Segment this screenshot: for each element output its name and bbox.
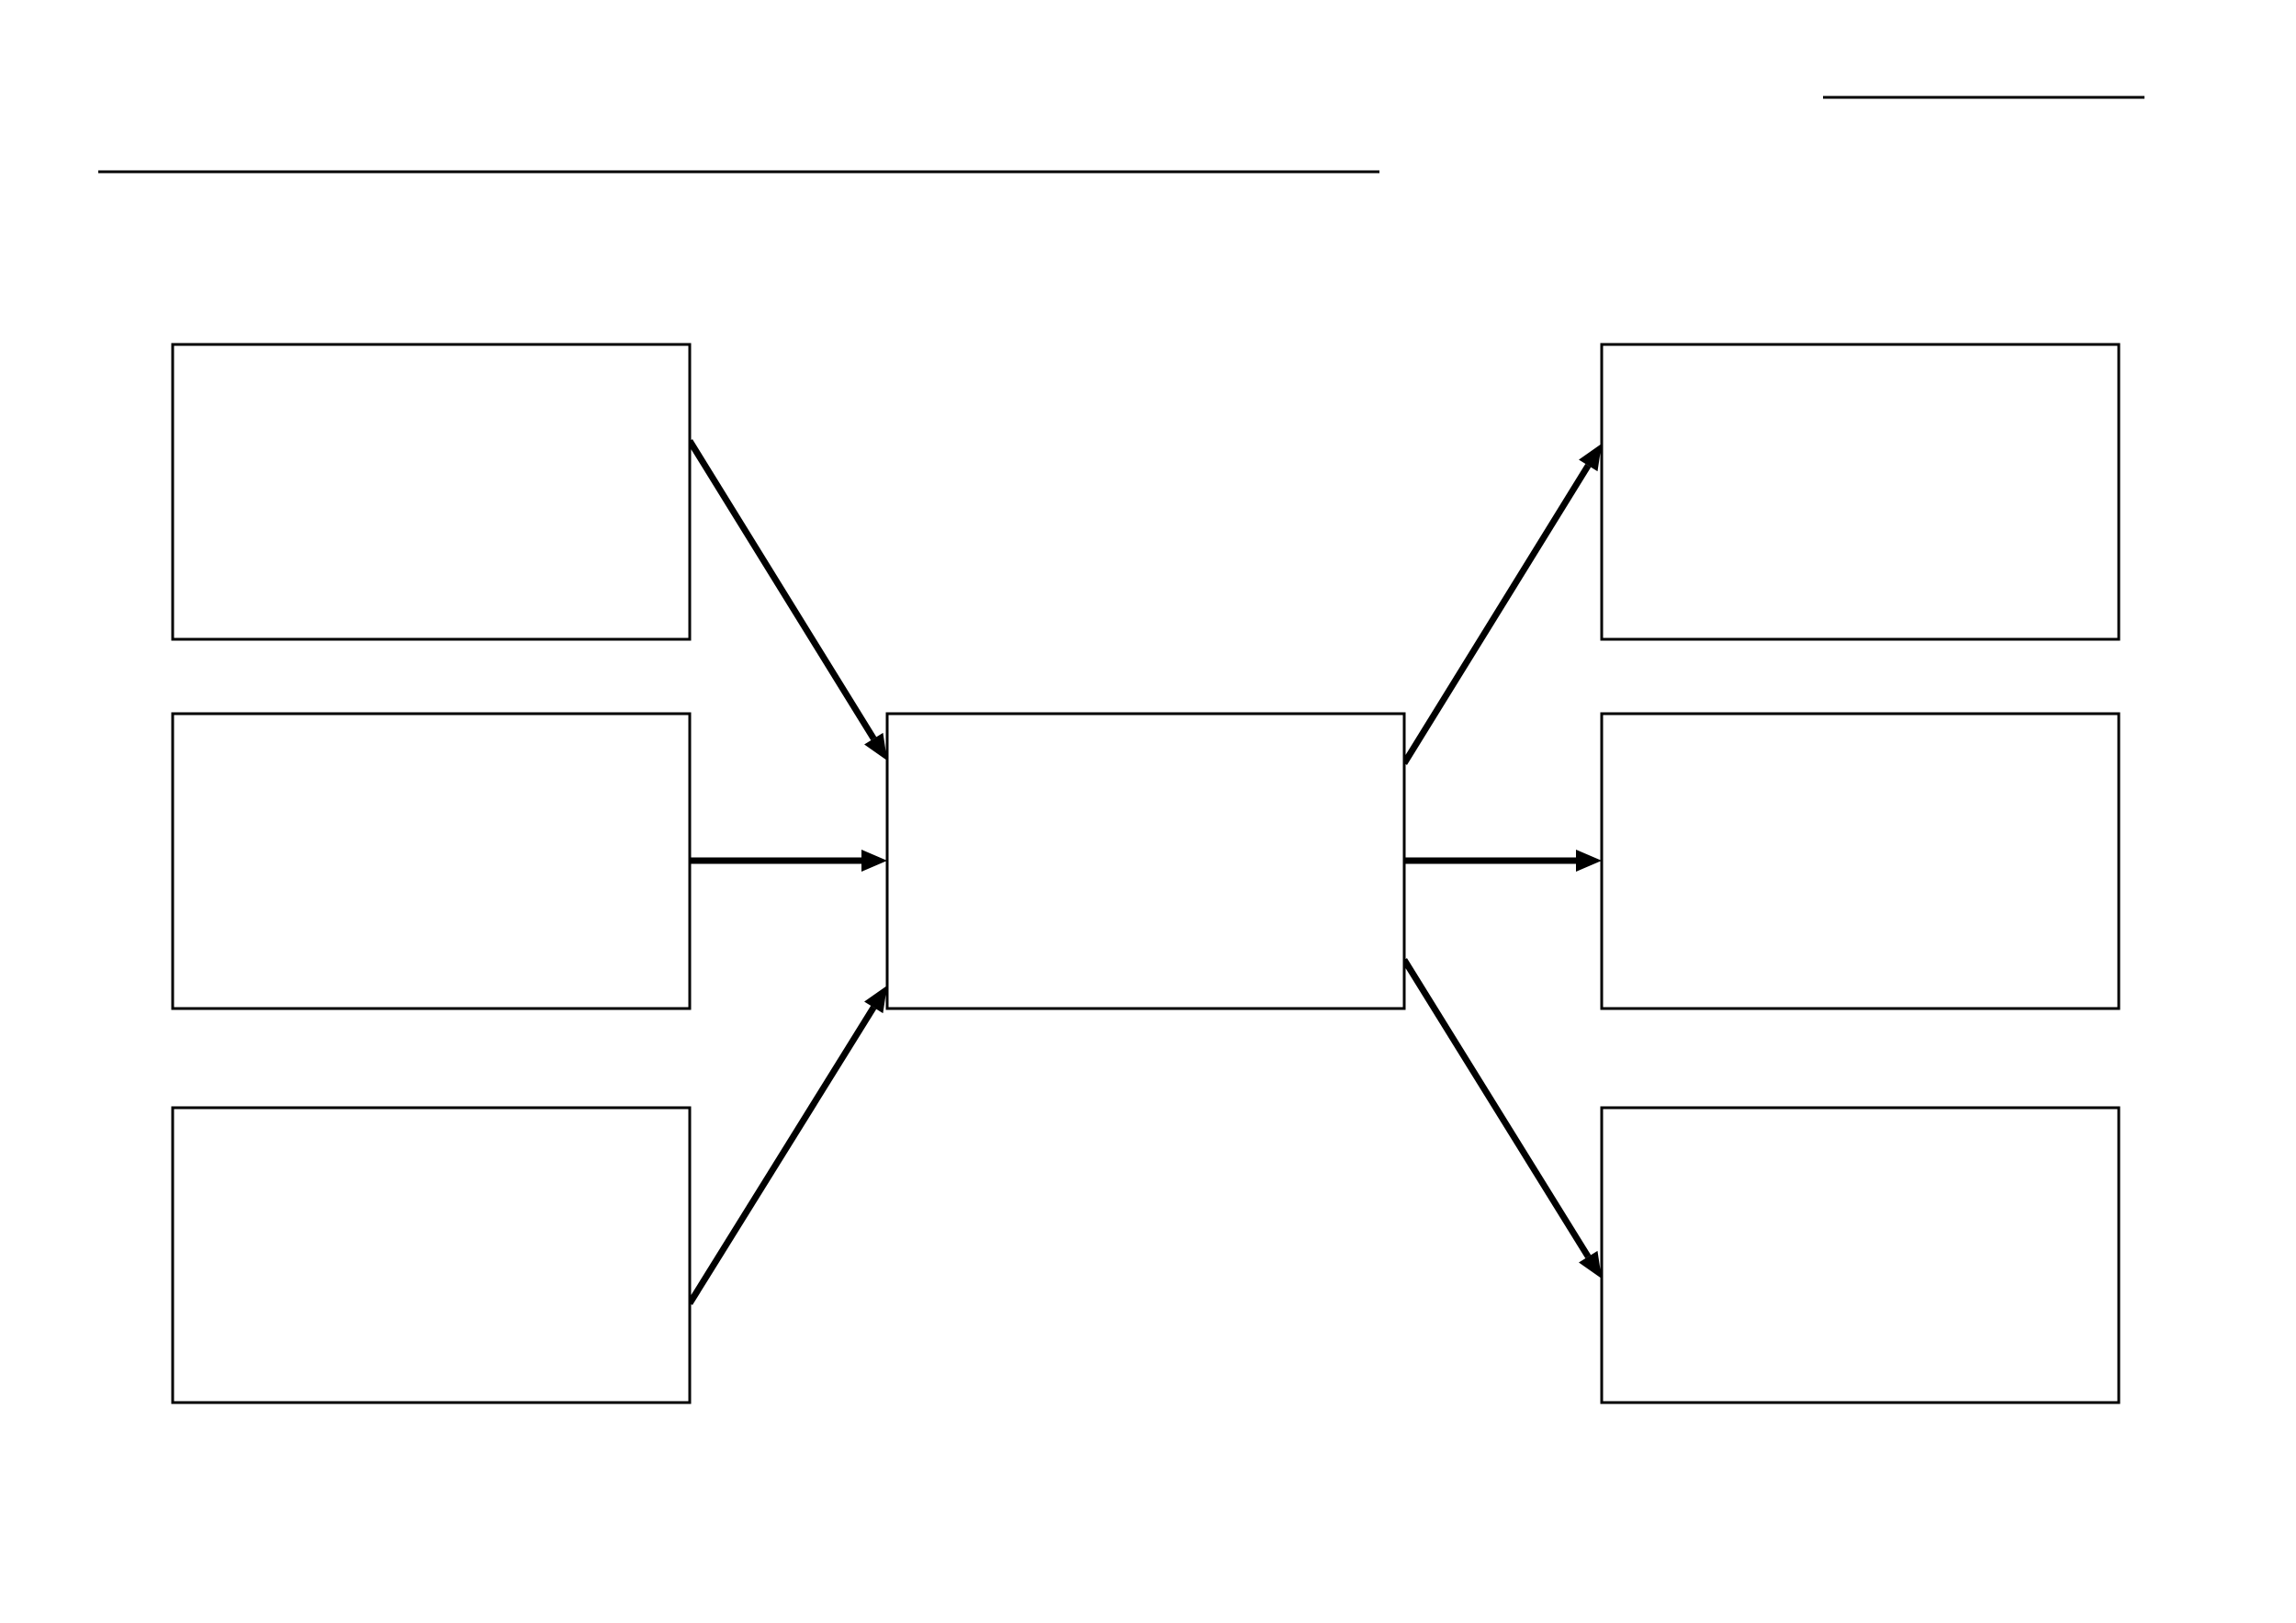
- output-box-bottom: [1600, 1106, 2121, 1404]
- arrow-center-to-output-bottom-head: [1579, 1250, 1602, 1279]
- arrow-input-middle-to-center-head: [861, 850, 887, 872]
- arrow-center-to-output-top-head: [1579, 444, 1602, 472]
- output-box-top: [1600, 343, 2121, 641]
- center-box: [885, 712, 1406, 1010]
- input-box-bottom: [171, 1106, 692, 1404]
- arrow-input-bottom-to-center-head: [864, 986, 887, 1014]
- arrow-center-to-output-bottom-shaft: [1401, 958, 1592, 1259]
- arrow-input-bottom-to-center-shaft: [687, 1005, 877, 1305]
- arrow-center-to-output-middle-head: [1576, 850, 1602, 872]
- arrow-center-to-output-top-shaft: [1401, 463, 1592, 765]
- arrow-input-top-to-center-shaft: [687, 439, 877, 741]
- arrow-input-top-to-center-head: [864, 732, 887, 761]
- arrows-group: [687, 439, 1602, 1305]
- input-box-middle: [171, 712, 692, 1010]
- input-box-top: [171, 343, 692, 641]
- output-box-middle: [1600, 712, 2121, 1010]
